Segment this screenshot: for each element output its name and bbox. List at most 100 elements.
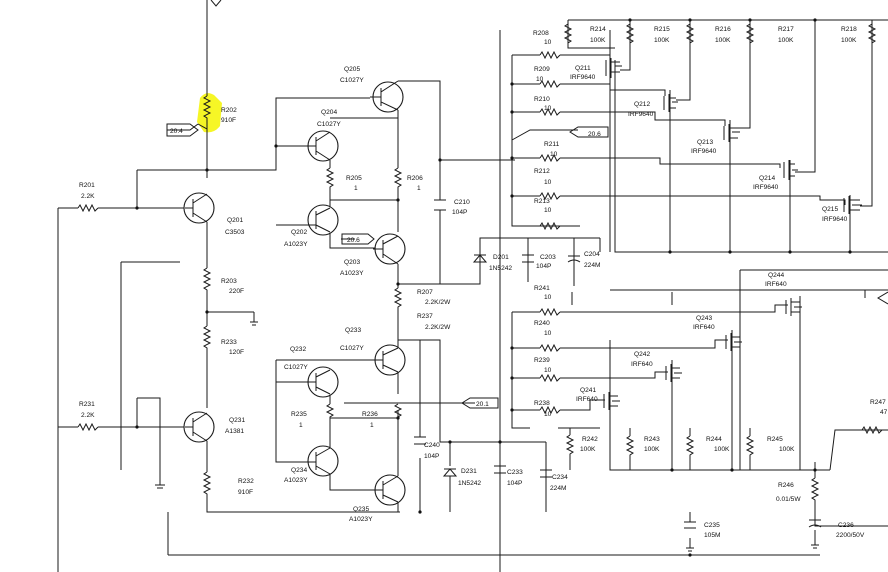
value-q204: C1027Y — [317, 121, 341, 128]
resistor-r211 — [539, 153, 561, 163]
transistor-q201 — [183, 192, 215, 224]
value-r235: 1 — [299, 422, 303, 429]
label-q244: Q244 — [768, 272, 784, 279]
label-q211: Q211 — [575, 65, 591, 72]
transistor-q235 — [373, 474, 406, 506]
capacitor-c203 — [522, 254, 534, 263]
label-r244: R244 — [706, 436, 722, 443]
resistor-r232 — [202, 471, 212, 497]
resistor-r209 — [539, 79, 561, 89]
wiring-lower-driver — [329, 322, 547, 512]
capacitor-c240 — [414, 436, 426, 445]
value-r241: 10 — [544, 294, 552, 301]
label-r203: R203 — [221, 278, 237, 285]
ground-icon — [686, 547, 694, 552]
transistor-q202 — [305, 204, 339, 236]
label-q231: Q231 — [229, 417, 245, 424]
value-r237: 2.2K/2W — [425, 324, 451, 331]
bjt-transistors — [183, 80, 406, 506]
wiring-left — [57, 0, 820, 572]
value-d231: 1N5242 — [458, 480, 481, 487]
transistor-q204 — [305, 130, 339, 162]
resistor-r244 — [685, 435, 695, 458]
resistors — [77, 23, 888, 508]
value-r231: 2.2K — [81, 412, 95, 419]
resistor-r201 — [77, 203, 99, 213]
resistor-r240 — [539, 343, 561, 353]
value-r244: 100K — [714, 446, 730, 453]
label-r216: R216 — [715, 26, 731, 33]
value-r238: 10 — [544, 411, 552, 418]
resistor-r206 — [393, 167, 403, 192]
value-q242: IRF640 — [631, 361, 653, 368]
label-r208: R208 — [533, 30, 549, 37]
value-q243: IRF640 — [693, 324, 715, 331]
value-c240: 104P — [424, 453, 440, 460]
label-q234: Q234 — [291, 467, 307, 474]
label-r247: R247 — [870, 399, 886, 406]
label-r233: R233 — [221, 339, 237, 346]
label-r242: R242 — [582, 436, 598, 443]
label-d201: D201 — [493, 254, 509, 261]
label-r239: R239 — [534, 357, 550, 364]
label-c210: C210 — [454, 199, 470, 206]
resistor-r207 — [393, 287, 403, 308]
resistor-r231 — [77, 422, 99, 432]
value-r208: 10 — [544, 39, 552, 46]
mosfet-q212 — [663, 94, 678, 112]
value-r206: 1 — [417, 185, 421, 192]
label-r246: R246 — [778, 482, 794, 489]
resistor-r214 — [563, 23, 573, 48]
capacitors — [414, 199, 822, 529]
value-r232: 910F — [238, 489, 253, 496]
output-arrow-icon — [877, 291, 888, 305]
value-c234: 224M — [550, 485, 567, 492]
resistor-r213 — [539, 221, 561, 231]
label-r214: R214 — [590, 26, 606, 33]
value-r203: 220F — [229, 288, 244, 295]
value-r209: 10 — [536, 76, 544, 83]
value-r245: 100K — [779, 446, 795, 453]
test-point-20-4: 20.4 — [170, 128, 183, 135]
value-r240: 10 — [544, 330, 552, 337]
arrow-down-icon — [210, 0, 222, 7]
label-r236: R236 — [362, 411, 378, 418]
transistor-q231 — [183, 411, 215, 443]
capacitor-c233 — [494, 465, 506, 474]
transistor-q232 — [305, 366, 339, 398]
value-r213: 10 — [544, 207, 552, 214]
label-r241: R241 — [534, 285, 550, 292]
label-r201: R201 — [79, 182, 95, 189]
mosfet-q244 — [785, 298, 802, 316]
transistor-q233 — [370, 344, 406, 376]
value-r218: 100K — [841, 37, 857, 44]
label-r210: R210 — [534, 96, 550, 103]
label-r215: R215 — [654, 26, 670, 33]
resistor-r243 — [625, 435, 635, 458]
resistor-r242 — [565, 434, 575, 458]
value-r242: 100K — [580, 446, 596, 453]
resistor-r245 — [745, 435, 755, 458]
value-c203: 104P — [536, 263, 552, 270]
value-q214: IRF9640 — [753, 184, 779, 191]
resistor-r233 — [202, 325, 212, 357]
resistor-r215 — [625, 23, 635, 48]
capacitor-c210 — [434, 199, 446, 211]
label-q213: Q213 — [697, 139, 713, 146]
label-q201: Q201 — [227, 217, 243, 224]
value-q241: IRF640 — [576, 396, 598, 403]
label-c233: C233 — [507, 469, 523, 476]
test-point-20-1: 20.1 — [476, 401, 489, 408]
ground-icon — [811, 544, 819, 549]
resistor-r212 — [539, 191, 561, 201]
wiring-lower-gates — [511, 269, 888, 548]
label-q232: Q232 — [290, 346, 306, 353]
label-r209: R209 — [534, 66, 550, 73]
label-r235: R235 — [291, 411, 307, 418]
label-q235: Q235 — [353, 506, 369, 513]
resistor-r203 — [202, 267, 212, 297]
transistor-q234 — [305, 445, 339, 477]
label-c204: C204 — [584, 251, 600, 258]
resistor-r247 — [861, 425, 888, 435]
diodes — [442, 254, 488, 477]
